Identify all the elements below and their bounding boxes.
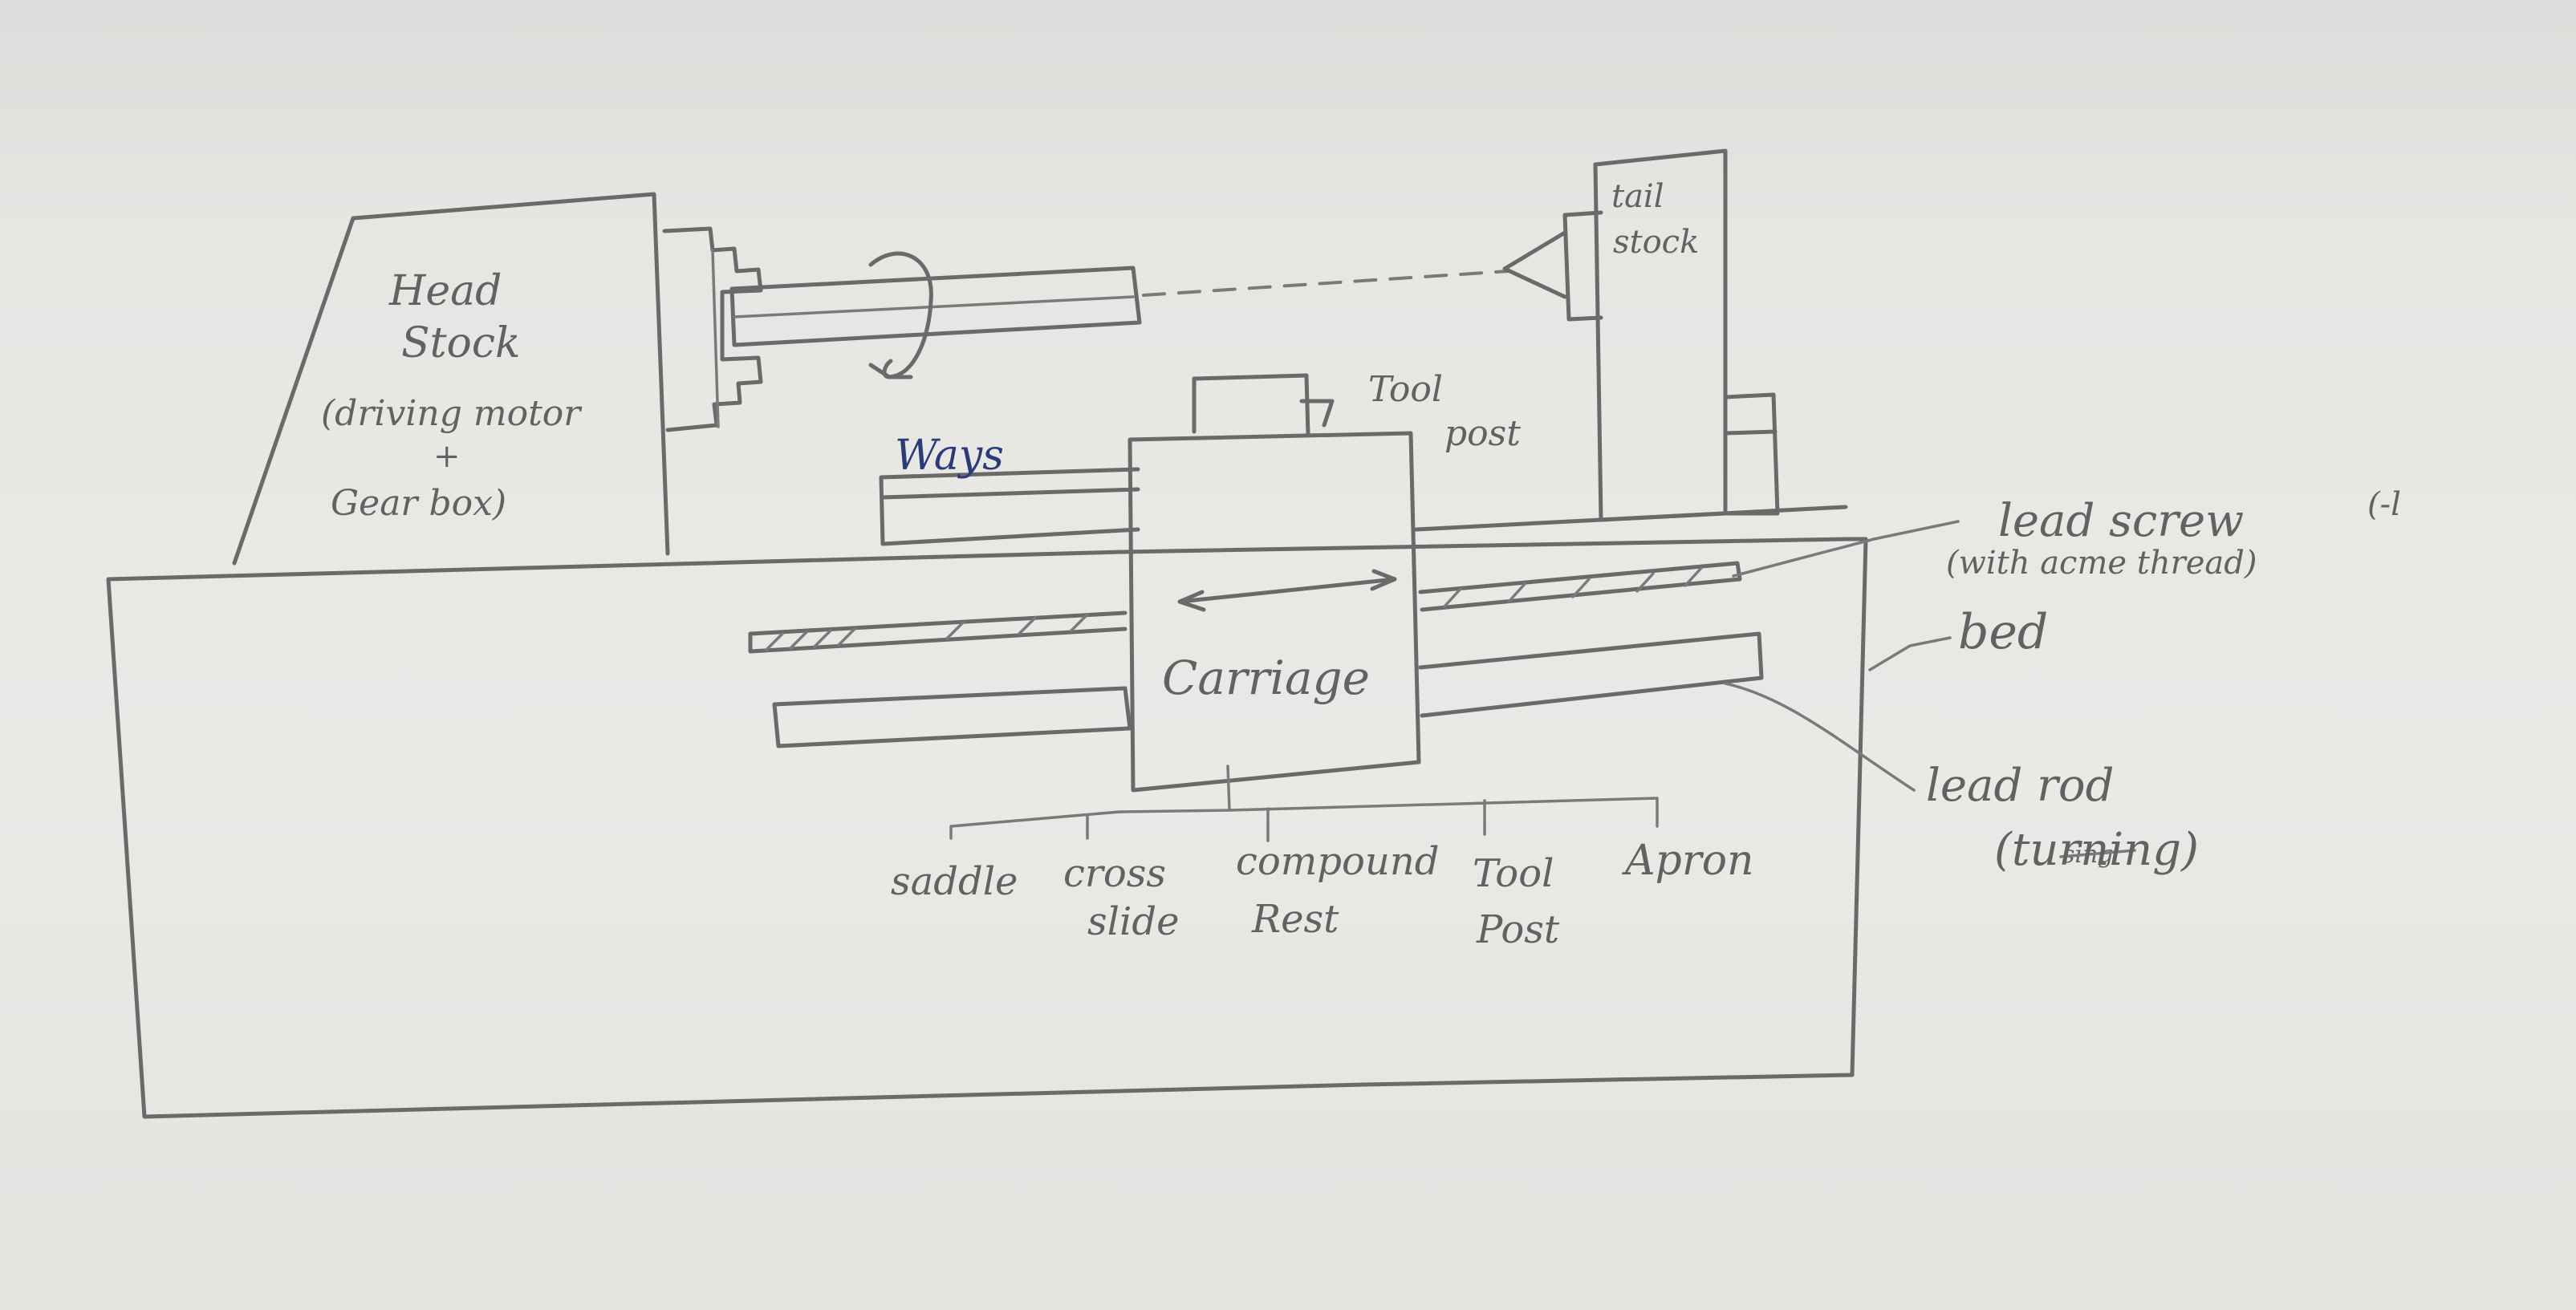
left-lead-rod xyxy=(774,688,1130,746)
headstock-line2: Stock xyxy=(401,319,520,367)
headstock-label: Head Stock (driving motor + Gear box) xyxy=(321,267,583,524)
headstock-line4: + xyxy=(433,438,461,475)
lead-screw-label: lead screw (-l (with acme thread) xyxy=(1946,486,2401,582)
bed-outline xyxy=(108,539,1866,1117)
headstock-line5: Gear box) xyxy=(331,483,506,524)
part-compound-line1: compound xyxy=(1236,839,1439,884)
part-apron: Apron xyxy=(1622,837,1754,885)
rotation-arrow-icon xyxy=(871,253,931,377)
tool-post-top-label: Tool post xyxy=(1368,369,1521,454)
part-cross-line2: slide xyxy=(1087,899,1179,944)
spindle-mid xyxy=(734,297,1133,317)
headstock-line1: Head xyxy=(388,267,502,315)
lead-screw-line2: (with acme thread) xyxy=(1946,545,2257,582)
lead-screw-extra: (-l xyxy=(2367,486,2401,523)
tailstock-label: tail stock xyxy=(1611,178,1699,261)
right-ways xyxy=(1416,507,1846,529)
chuck-inner xyxy=(713,250,718,427)
lead-rod-leader xyxy=(1725,683,1914,790)
part-toolpost-line1: Tool xyxy=(1473,851,1554,896)
ways-label: Ways xyxy=(895,432,1004,480)
bed-label: bed xyxy=(1958,604,2048,660)
parts-bracket xyxy=(951,766,1657,841)
headstock-line3: (driving motor xyxy=(321,393,583,434)
lead-screw-leader xyxy=(1733,521,1958,576)
lead-rod-label: lead rod sing (turning) xyxy=(1926,760,2199,876)
carriage-arrow-icon xyxy=(1180,571,1395,610)
lead-rod-line1: lead rod xyxy=(1926,760,2114,812)
part-cross-line1: cross xyxy=(1063,851,1166,896)
tool-post-top-line2: post xyxy=(1444,413,1521,454)
lead-rod-line2: (turning) xyxy=(1994,824,2199,876)
center-line xyxy=(1144,271,1509,295)
tool-post-top-line1: Tool xyxy=(1368,369,1443,410)
ways-rails xyxy=(881,469,1138,544)
lead-screw-line1: lead screw xyxy=(1998,495,2244,547)
tailstock-line2: stock xyxy=(1613,224,1699,261)
tailstock-lock xyxy=(1725,395,1778,513)
tool-post-top xyxy=(1194,375,1332,435)
carriage-label: Carriage xyxy=(1162,651,1370,705)
right-lead-screw xyxy=(1420,563,1740,610)
part-compound-line2: Rest xyxy=(1251,897,1339,942)
part-toolpost-line2: Post xyxy=(1476,907,1560,952)
part-saddle: saddle xyxy=(891,859,1018,904)
tailstock-line1: tail xyxy=(1611,178,1664,215)
right-lead-rod xyxy=(1420,634,1761,716)
tailstock-center xyxy=(1505,233,1565,297)
bed-leader xyxy=(1870,638,1950,670)
carriage-box xyxy=(1130,433,1419,790)
carriage-parts-labels: saddle cross slide compound Rest Tool Po… xyxy=(891,837,1754,952)
